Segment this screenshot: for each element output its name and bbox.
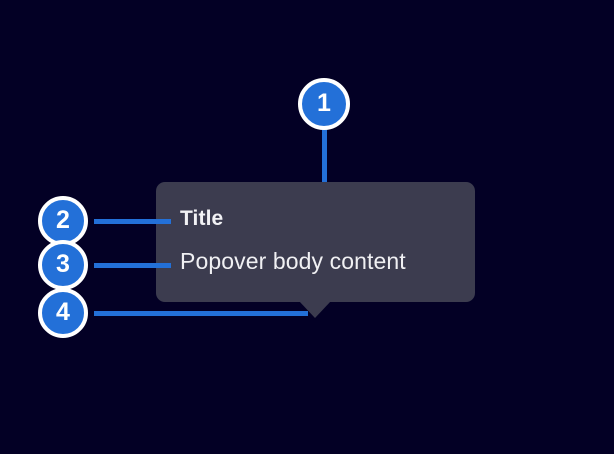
annotation-badge-4-label: 4 xyxy=(56,297,70,326)
popover-title: Title xyxy=(180,207,224,230)
annotation-badge-3-label: 3 xyxy=(56,249,70,278)
annotation-badge-1-label: 1 xyxy=(317,88,331,117)
popover-container: Title Popover body content xyxy=(156,182,475,302)
annotation-badge-2-label: 2 xyxy=(56,205,70,234)
popover-body: Popover body content xyxy=(180,248,406,274)
annotation-badge-3[interactable]: 3 xyxy=(38,240,88,290)
connector-line-4 xyxy=(94,311,308,316)
annotation-badge-1[interactable]: 1 xyxy=(298,78,350,130)
connector-line-1 xyxy=(322,128,327,204)
connector-line-3 xyxy=(94,263,171,268)
annotation-badge-4[interactable]: 4 xyxy=(38,288,88,338)
connector-line-2 xyxy=(94,219,171,224)
annotation-badge-2[interactable]: 2 xyxy=(38,196,88,246)
